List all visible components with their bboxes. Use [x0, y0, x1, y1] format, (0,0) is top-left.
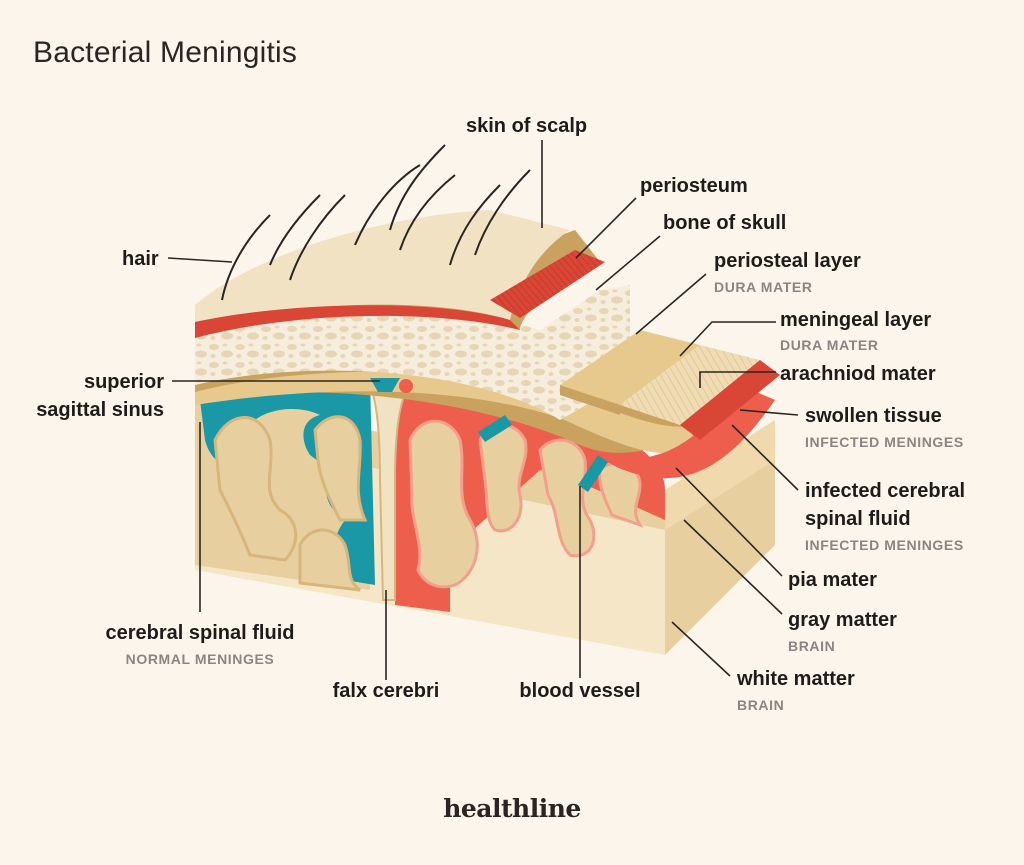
sublabel-swollen-tissue: INFECTED MENINGES: [805, 434, 964, 450]
sublabel-infected-csf: INFECTED MENINGES: [805, 537, 964, 553]
label-periosteum: periosteum: [640, 175, 748, 197]
label-csf: cerebral spinal fluid: [105, 622, 295, 644]
label-blood-vessel: blood vessel: [519, 680, 641, 702]
scalp-skin: [195, 210, 605, 338]
left-hemisphere: [195, 374, 375, 592]
label-skin-of-scalp: skin of scalp: [466, 115, 588, 137]
leader-lines: [167, 140, 799, 680]
sublabel-periosteal-layer: DURA MATER: [714, 279, 813, 295]
label-white-matter: white matter: [737, 668, 855, 690]
label-hair: hair: [122, 248, 159, 270]
hair-strands: [221, 144, 531, 301]
label-gray-matter: gray matter: [788, 609, 897, 631]
label-pia-mater: pia mater: [788, 569, 877, 591]
sublabel-white-matter: BRAIN: [737, 697, 785, 713]
label-bone-of-skull: bone of skull: [663, 212, 787, 234]
sublabel-gray-matter: BRAIN: [788, 638, 836, 654]
label-superior-sinus-line2: sagittal sinus: [36, 399, 164, 421]
healthline-logo: healthline: [443, 794, 581, 823]
label-infected-csf-line1: infected cerebral: [805, 480, 966, 502]
dura-step-blocks: [560, 330, 780, 440]
blood-vessels: [478, 415, 608, 492]
label-superior-sinus-line1: superior: [83, 371, 164, 393]
label-meningeal-layer: meningeal layer: [780, 309, 932, 331]
sublabel-meningeal-layer: DURA MATER: [780, 337, 879, 353]
label-infected-csf-line2: spinal fluid: [805, 508, 911, 530]
page-title: Bacterial Meningitis: [33, 36, 298, 69]
sublabel-csf: NORMAL MENINGES: [125, 651, 275, 667]
falx-cerebri-shape: [366, 378, 412, 601]
label-swollen-tissue: swollen tissue: [805, 405, 942, 427]
label-periosteal-layer: periosteal layer: [714, 250, 861, 272]
label-arachnoid-mater: arachniod mater: [780, 363, 936, 385]
label-falx-cerebri: falx cerebri: [332, 680, 440, 702]
